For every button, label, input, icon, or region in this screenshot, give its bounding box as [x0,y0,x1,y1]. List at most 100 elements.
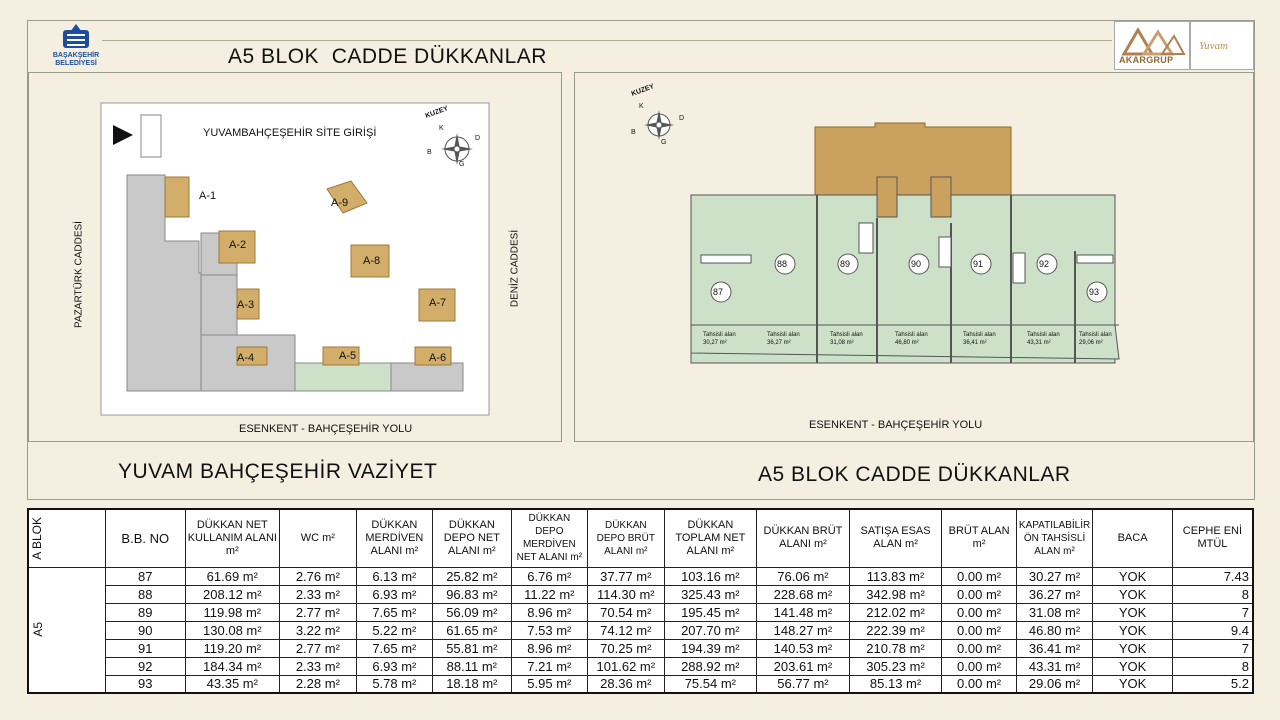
table-cell: YOK [1092,566,1173,586]
col-header: DÜKKAN DEPO MERDİVEN NET ALANI m² [510,508,589,568]
block-cell: A5 [27,566,106,694]
table-cell: 89 [105,602,186,622]
table-cell: YOK [1092,638,1173,658]
table-cell: 76.06 m² [756,566,850,586]
table-cell: 56.77 m² [756,674,850,694]
table-cell: 25.82 m² [432,566,512,586]
table-cell: 70.25 m² [587,638,665,658]
table-cell: 103.16 m² [663,566,758,586]
table-cell: 288.92 m² [663,656,758,676]
table-cell: 28.36 m² [587,674,665,694]
table-cell: 43.31 m² [1015,656,1094,676]
table-cell: 203.61 m² [756,656,850,676]
table-cell: 0.00 m² [941,656,1017,676]
block-a4 [236,346,268,366]
table-cell: 113.83 m² [848,566,943,586]
col-header: KAPATILABİLİR ÖN TAHSİSLİ ALAN m² [1015,508,1094,568]
bottom-road-label: ESENKENT - BAHÇEŞEHİR YOLU [239,423,413,435]
table-cell: 2.33 m² [279,656,357,676]
area-table-wrap: A BLOK B.B. NO DÜKKAN NET KULLANIM ALANI… [27,508,1254,694]
table-cell: YOK [1092,620,1173,640]
floor-compass-icon [644,110,674,140]
block-label-a4: A-4 [237,352,255,364]
yuvam-text: Yuvam [1199,40,1228,52]
table-cell: 208.12 m² [184,584,281,604]
floor-road-label: ESENKENT - BAHÇEŞEHİR YOLU [809,419,983,431]
table-cell: 70.54 m² [587,602,665,622]
area-label: Tahsisli alan [1027,332,1060,338]
table-cell: YOK [1092,602,1173,622]
unit-no-90: 90 [911,259,922,269]
compass-south: G [459,161,465,168]
table-header-row: A BLOK B.B. NO DÜKKAN NET KULLANIM ALANI… [27,508,1254,568]
block-label-a3: A-3 [237,299,255,311]
table-cell: 148.27 m² [756,620,850,640]
entrance-arrow-icon [113,125,133,145]
table-cell: 119.20 m² [184,638,281,658]
table-cell: 90 [105,620,186,640]
block-a6 [414,346,452,366]
table-cell: 91 [105,638,186,658]
header-divider [102,40,1112,41]
table-cell: 6.76 m² [510,566,589,586]
unit-no-87: 87 [713,287,724,297]
table-cell: 30.27 m² [1015,566,1094,586]
table-cell: 210.78 m² [848,638,943,658]
block-label-a1: A-1 [199,190,217,202]
block-label-a5: A-5 [339,350,357,362]
table-cell: 0.00 m² [941,674,1017,694]
table-cell: 56.09 m² [432,602,512,622]
yuvam-logo: Yuvam [1190,21,1254,70]
table-cell: 3.22 m² [279,620,357,640]
area-label: Tahsisli alan [830,332,863,338]
shop-strip [690,194,1116,364]
unit-no-93: 93 [1089,287,1100,297]
block-a3 [236,288,260,320]
table-cell: 6.93 m² [355,656,434,676]
table-cell: 2.76 m² [279,566,357,586]
col-header: BRÜT ALAN m² [941,508,1017,568]
table-cell: 8 [1171,656,1254,676]
municipality-logo: BAŞAKŞEHİR BELEDİYESİ [46,22,106,70]
block-a9 [326,180,368,214]
table-row: 92 184.34 m² 2.33 m² 6.93 m² 88.11 m² 7.… [28,656,1254,676]
page-title: A5 BLOK CADDE DÜKKANLAR [228,45,547,68]
table-cell: 7.65 m² [355,602,434,622]
table-cell: 7.53 m² [510,620,589,640]
table-cell: 8.96 m² [510,638,589,658]
logo-text-2: BELEDİYESİ [55,60,97,67]
area-value: 43,31 m² [1027,340,1051,346]
block-a1 [164,176,190,218]
table-cell: 36.27 m² [1015,584,1094,604]
col-header: BACA [1092,508,1173,568]
table-cell: 228.68 m² [756,584,850,604]
table-cell: 31.08 m² [1015,602,1094,622]
table-cell: 305.23 m² [848,656,943,676]
table-cell: 7.21 m² [510,656,589,676]
table-cell: 61.69 m² [184,566,281,586]
table-cell: 88 [105,584,186,604]
table-row: A5 87 61.69 m² 2.76 m² 6.13 m² 25.82 m² … [27,566,1254,694]
floor-compass-west: B [631,129,636,136]
table-cell: 6.13 m² [355,566,434,586]
table-row: 93 43.35 m² 2.28 m² 5.78 m² 18.18 m² 5.9… [28,674,1254,694]
floor-plan [644,110,1120,364]
gate [140,114,162,158]
table-cell: 5.95 m² [510,674,589,694]
col-header: CEPHE ENİ MTÜL [1171,508,1254,568]
area-value: 29,06 m² [1079,340,1103,346]
table-cell: 37.77 m² [587,566,665,586]
table-cell: 92 [105,656,186,676]
table-cell: 2.33 m² [279,584,357,604]
block-a2 [218,230,256,264]
table-cell: 130.08 m² [184,620,281,640]
col-header: SATIŞA ESAS ALAN m² [848,508,943,568]
table-cell: 194.39 m² [663,638,758,658]
block-label-a2: A-2 [229,239,247,251]
site-plan [100,102,490,416]
table-cell: 0.00 m² [941,566,1017,586]
table-cell: 74.12 m² [587,620,665,640]
block-label-a9: A-9 [331,197,349,209]
